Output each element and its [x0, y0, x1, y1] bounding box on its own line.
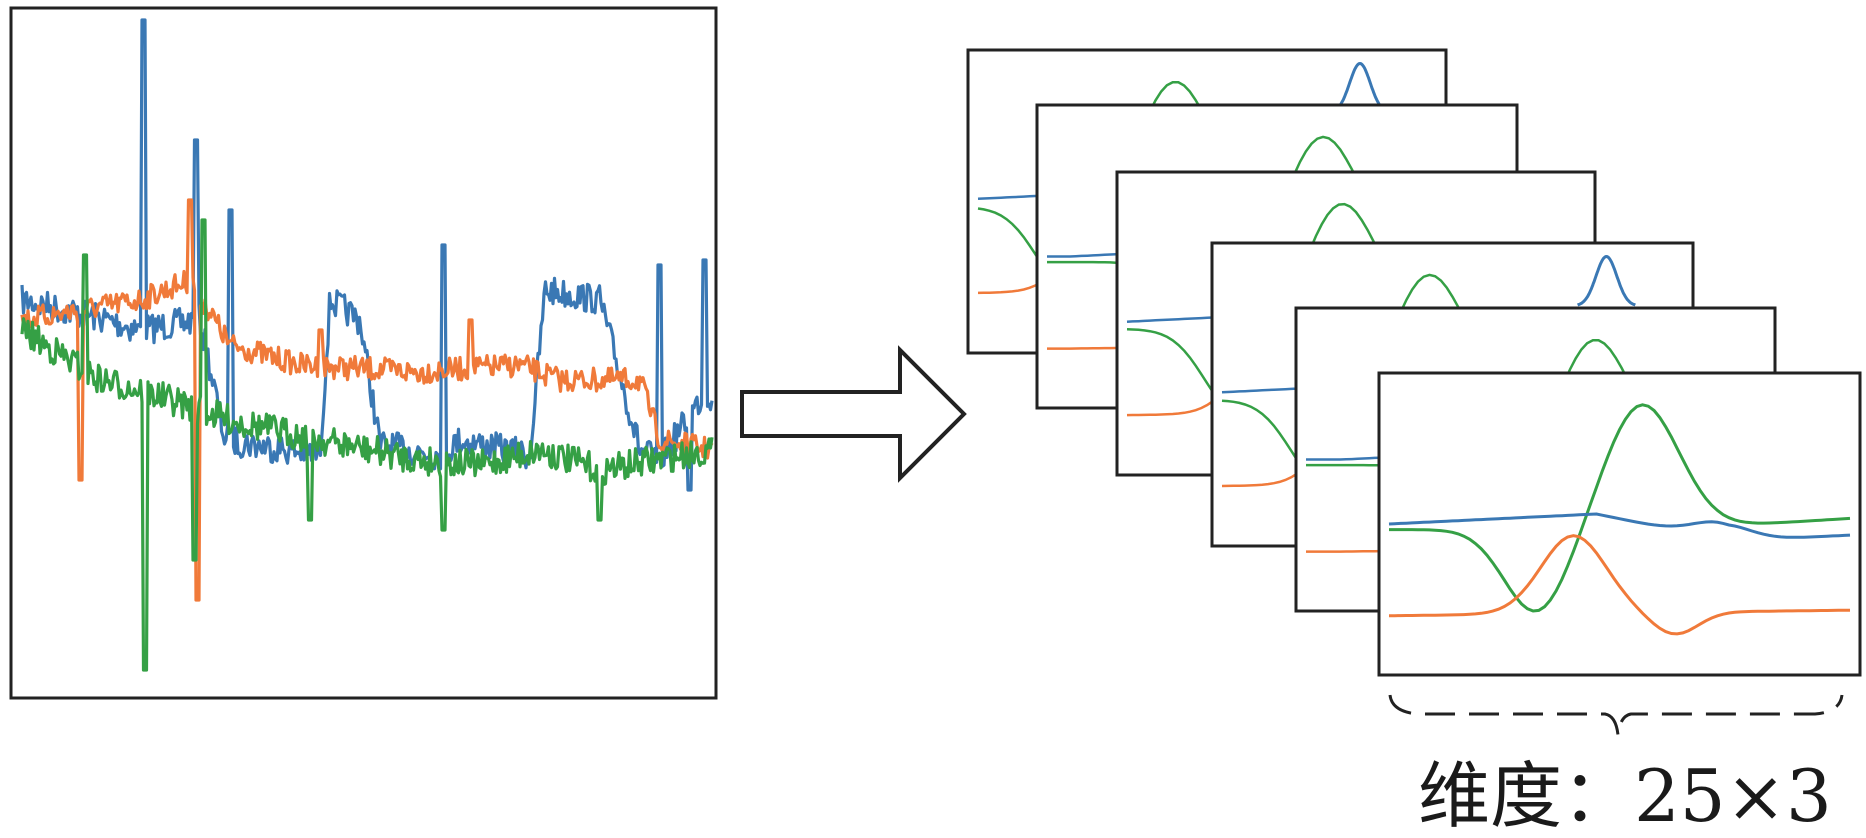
- window-trace-blue: [1388, 512, 1851, 539]
- bottom-brace-icon: [1388, 694, 1844, 736]
- raw-trace-green: [20, 218, 714, 672]
- raw-trace-blue: [20, 18, 714, 492]
- right-arrow-icon: [740, 345, 967, 483]
- raw-signal-lines: [20, 18, 714, 672]
- dimension-caption: 维度：25×3: [1418, 754, 1832, 838]
- raw-trace-orange: [20, 198, 714, 602]
- window-panel: [1377, 371, 1862, 677]
- window-trace-orange: [1389, 534, 1850, 636]
- window-stack: [966, 48, 1862, 677]
- window-peak-blue: [1577, 254, 1636, 307]
- raw-signal-panel: [9, 6, 718, 700]
- window-trace-green: [1389, 403, 1851, 613]
